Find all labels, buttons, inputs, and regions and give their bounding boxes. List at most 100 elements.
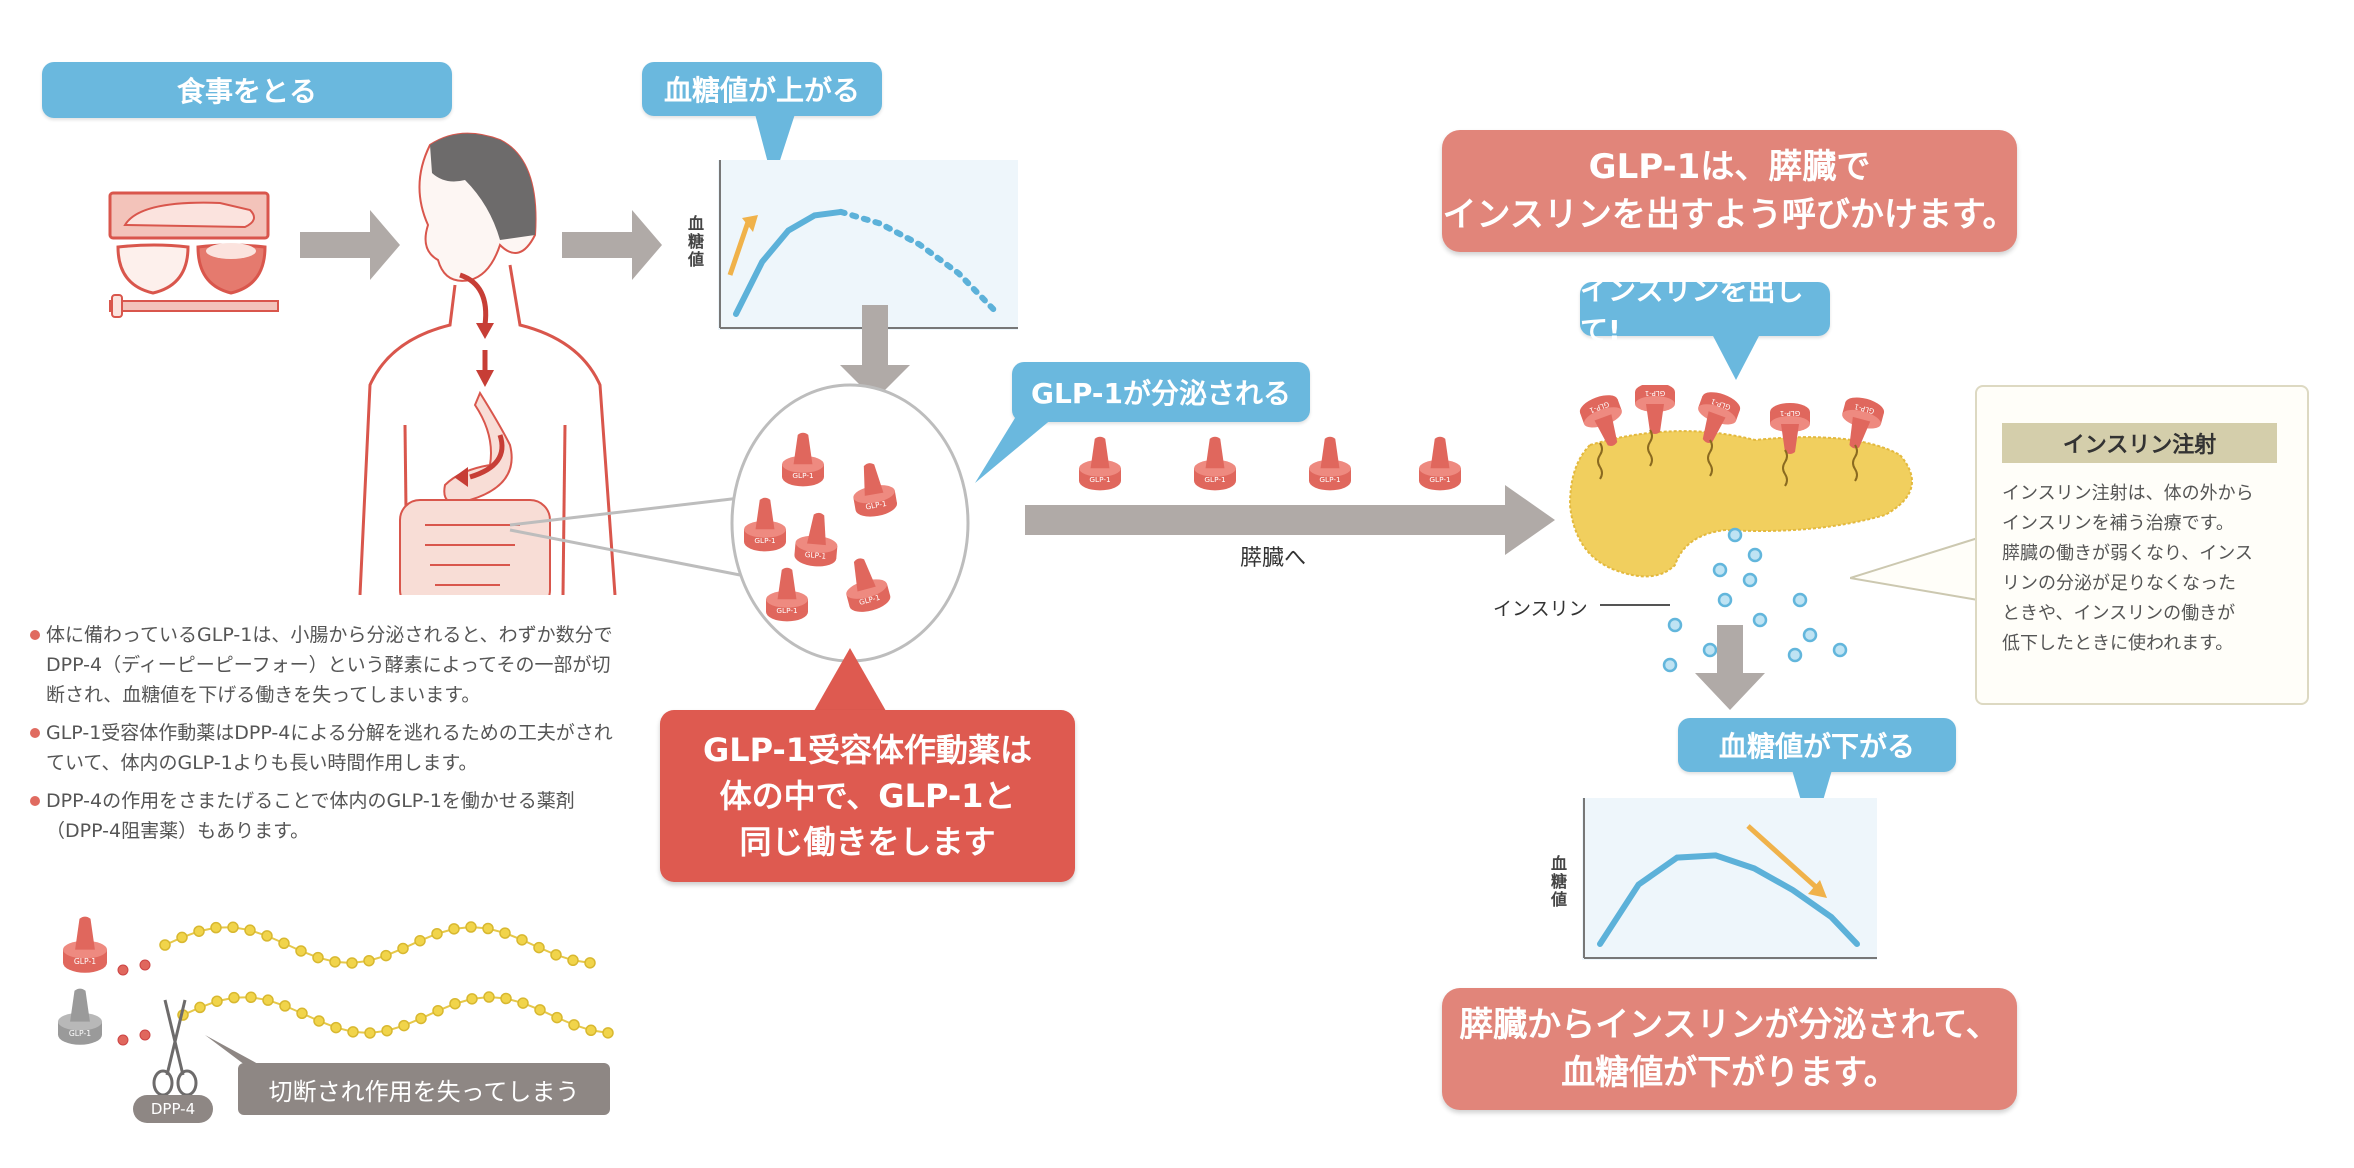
dpp4-tag: DPP-4 xyxy=(133,1095,213,1123)
insulin-particle-icon xyxy=(1802,627,1818,643)
info-line: 低下したときに使われます。 xyxy=(2002,633,2234,654)
insulin-particle-icon xyxy=(1832,642,1848,658)
glp1-secreted-label: GLP-1が分泌される xyxy=(1012,362,1310,422)
glp1-molecule-icon: GLP-1 xyxy=(846,558,891,612)
glp1-molecule-icon: GLP-1 xyxy=(766,567,808,622)
svg-text:GLP-1: GLP-1 xyxy=(69,1029,91,1038)
insulin-particle-icon xyxy=(1752,612,1768,628)
glucose-fall-chart xyxy=(1582,798,1877,960)
glp1-molecule-icon: GLP-1 xyxy=(782,432,824,487)
glp1-molecule-icon: GLP-1 xyxy=(853,463,898,517)
signal-squiggle xyxy=(1707,439,1713,477)
svg-text:GLP-1: GLP-1 xyxy=(1204,475,1225,484)
svg-text:GLP-1: GLP-1 xyxy=(1319,475,1340,484)
svg-text:GLP-1: GLP-1 xyxy=(1429,475,1450,484)
meal-icon xyxy=(108,191,279,318)
info-line: ときや、インスリンの働きが xyxy=(2002,603,2236,624)
glp1-molecule-icon: GLP-1 xyxy=(58,988,102,1045)
to-pancreas-label: 膵臓へ xyxy=(1240,546,1307,571)
glp1-molecule-icon: GLP-1 xyxy=(1698,392,1741,443)
insulin-label: インスリン xyxy=(1493,598,1588,620)
info-line: 膵臓の働きが弱くなり、インス xyxy=(2002,543,2253,564)
agonist-line-3: 同じ働きをします xyxy=(739,823,996,861)
glp1-molecule-icon: GLP-1 xyxy=(1309,436,1351,491)
trend-up-arrow xyxy=(727,215,758,276)
svg-text:GLP-1: GLP-1 xyxy=(1645,389,1665,397)
insulin-particle-icon xyxy=(1662,657,1678,673)
glp1-secreted-pointer-icon xyxy=(975,418,1053,483)
glp1-molecule-icon: GLP-1 xyxy=(1635,385,1675,434)
series-continuation xyxy=(837,208,1001,317)
note-item: GLP-1受容体作動薬はDPP-4による分解を逃れるための工夫がされていて、体内… xyxy=(30,718,620,778)
info-line: インスリン注射は、体の外から xyxy=(2002,483,2254,504)
insulin-particle-icon xyxy=(1702,642,1718,658)
svg-text:GLP-1: GLP-1 xyxy=(1780,409,1800,417)
signal-squiggle xyxy=(1647,429,1653,467)
svg-text:GLP-1: GLP-1 xyxy=(804,550,826,561)
svg-text:GLP-1: GLP-1 xyxy=(776,606,797,615)
insulin-particle-icon xyxy=(1747,547,1763,563)
pancreas-message-line-1: GLP-1は、膵臓で xyxy=(1588,147,1871,187)
info-line: リンの分泌が足りなくなった xyxy=(2002,573,2236,594)
glp1-molecule-icon: GLP-1 xyxy=(794,512,838,567)
notes-list: 体に備わっているGLP-1は、小腸から分泌されると、わずか数分でDPP-4（ディ… xyxy=(30,620,620,854)
plot-area xyxy=(1582,798,1877,960)
signal-squiggle xyxy=(1597,442,1603,480)
svg-text:GLP-1: GLP-1 xyxy=(754,536,775,545)
glp1-molecule-icon: GLP-1 xyxy=(1770,403,1810,454)
plot-area xyxy=(718,160,1018,330)
svg-text:GLP-1: GLP-1 xyxy=(792,471,813,480)
insulin-particle-icon xyxy=(1667,617,1683,633)
info-box-pointer xyxy=(1850,537,1979,601)
note-item: 体に備わっているGLP-1は、小腸から分泌されると、わずか数分でDPP-4（ディ… xyxy=(30,620,620,710)
glp1-molecule-icon: GLP-1 xyxy=(1194,436,1236,491)
insulin-particle-icon xyxy=(1727,527,1743,543)
insulin-particle-icon xyxy=(1712,562,1728,578)
insulin-injection-box: インスリン注射 インスリン注射は、体の外から インスリンを補う治療です。 膵臓の… xyxy=(1975,385,2309,705)
series-rise xyxy=(733,208,844,317)
release-insulin-pointer-icon xyxy=(1712,334,1760,380)
chart2-ylabel: 血糖値 xyxy=(1548,855,1567,909)
svg-text:GLP-1: GLP-1 xyxy=(1089,475,1110,484)
result-message-line-1: 膵臓からインスリンが分泌されて、 xyxy=(1459,1005,2000,1045)
cut-off-label: 切断され作用を失ってしまう xyxy=(238,1063,610,1115)
insulin-particle-icon xyxy=(1792,592,1808,608)
arrow-to-pancreas-icon xyxy=(1025,485,1555,555)
note-item: DPP-4の作用をさまたげることで体内のGLP-1を働かせる薬剤（DPP-4阻害… xyxy=(30,786,620,846)
signal-squiggle xyxy=(1852,444,1858,482)
scissors-icon xyxy=(152,999,198,1097)
eat-meal-label: 食事をとる xyxy=(42,62,452,118)
chart1-ylabel: 血糖値 xyxy=(685,215,704,269)
amino-acid-chain xyxy=(117,921,596,976)
trend-down-arrow xyxy=(1746,824,1827,898)
insulin-pointer-line xyxy=(1600,604,1670,606)
human-body-icon xyxy=(358,132,617,595)
glucose-rise-chart xyxy=(718,160,1018,330)
pancreas-message-callout: GLP-1は、膵臓で インスリンを出すよう呼びかけます。 xyxy=(1442,130,2017,252)
series-glucose xyxy=(1597,852,1860,947)
glucose-falls-label: 血糖値が下がる xyxy=(1678,718,1956,772)
insulin-particle-icon xyxy=(1787,647,1803,663)
result-message-line-2: 血糖値が下がります。 xyxy=(1561,1053,1898,1093)
agonist-callout: GLP-1受容体作動薬は 体の中で、GLP-1と 同じ働きをします xyxy=(660,710,1075,882)
signal-squiggle xyxy=(1782,449,1788,487)
insulin-particle-icon xyxy=(1742,572,1758,588)
amino-acid-chain xyxy=(117,991,614,1046)
arrow-to-chart-icon xyxy=(562,210,662,280)
result-message-callout: 膵臓からインスリンが分泌されて、 血糖値が下がります。 xyxy=(1442,988,2017,1110)
release-insulin-label: インスリンを出して! xyxy=(1580,274,1830,347)
insulin-injection-title: インスリン注射 xyxy=(2002,423,2277,463)
svg-text:GLP-1: GLP-1 xyxy=(865,499,888,512)
glp1-molecule-icon: GLP-1 xyxy=(744,497,786,552)
glp1-molecule-icon: GLP-1 xyxy=(1579,395,1622,446)
glp1-molecule-icon: GLP-1 xyxy=(1079,436,1121,491)
agonist-line-2: 体の中で、GLP-1と xyxy=(719,777,1016,815)
arrow-to-intestine-icon xyxy=(840,305,910,400)
glp1-molecule-icon: GLP-1 xyxy=(1842,397,1885,449)
glucose-rises-label: 血糖値が上がる xyxy=(642,62,882,116)
glucose-rises-pointer-icon xyxy=(755,114,795,182)
glp1-molecule-icon: GLP-1 xyxy=(1419,436,1461,491)
